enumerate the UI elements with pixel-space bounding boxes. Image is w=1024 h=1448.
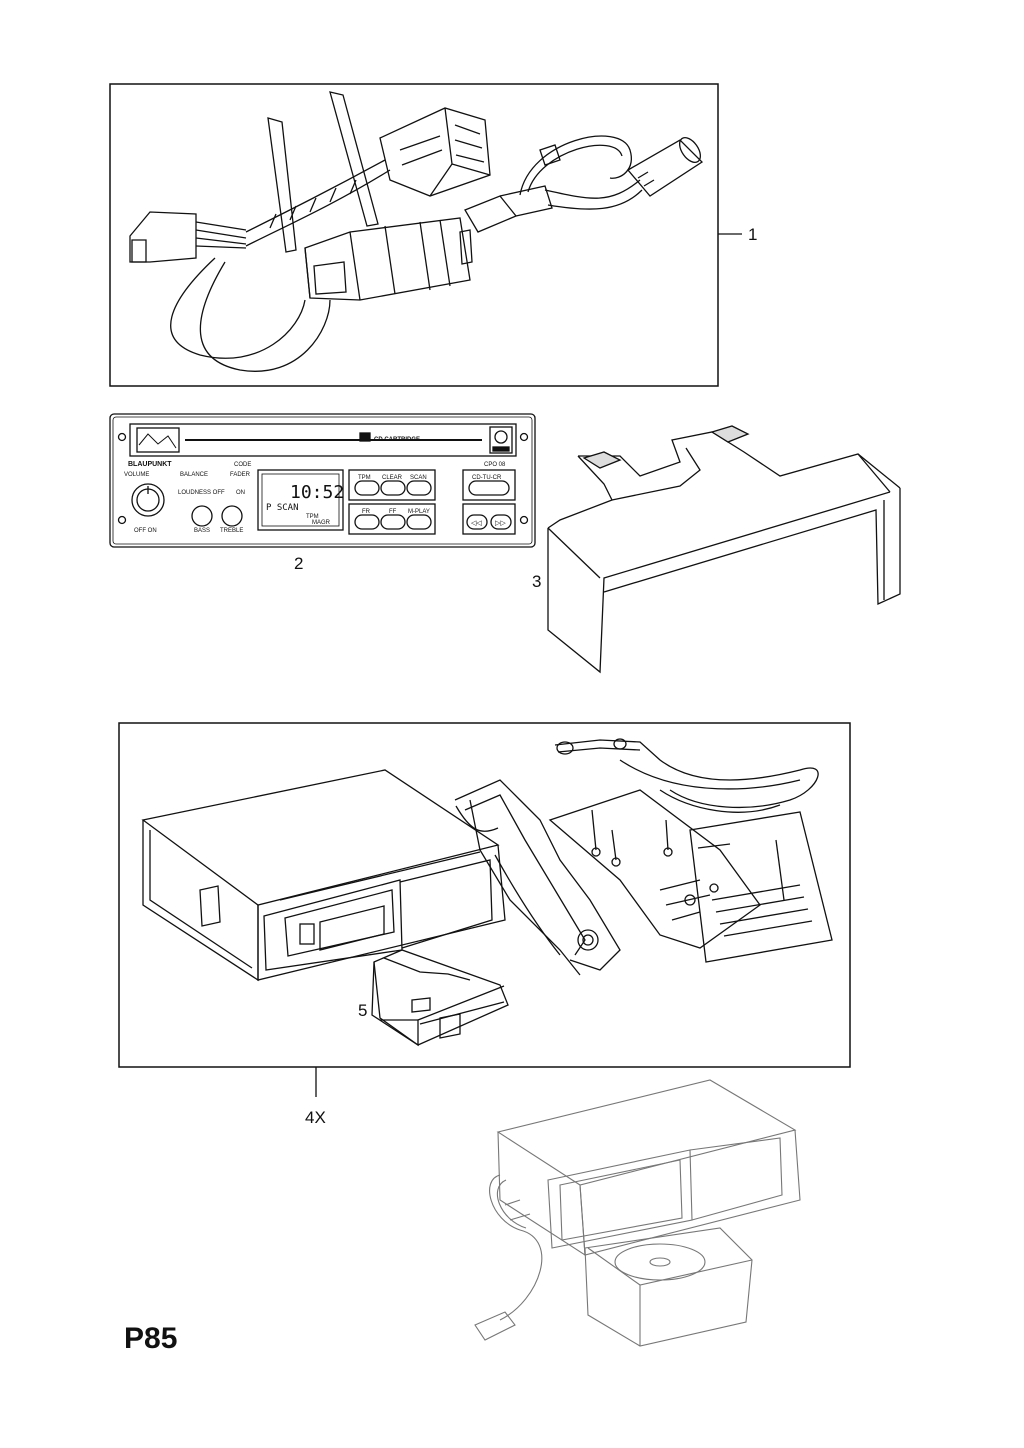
radio-btn-label-4: FF [389, 509, 397, 515]
radio-seek-left: ◁◁ [471, 520, 482, 527]
changer-with-magazine-drawing [474, 1079, 801, 1347]
radio-display-mode: P SCAN [266, 503, 299, 513]
page-code: P85 [124, 1322, 178, 1355]
radio-brand: BLAUPUNKT [128, 461, 172, 468]
harness-panel-frame [109, 83, 719, 387]
radio-btn-label-2: SCAN [410, 475, 427, 481]
callout-magazine: 5 [358, 1001, 368, 1020]
radio-btn-label-0: TPM [358, 475, 371, 481]
radio-on-label: ON [236, 490, 245, 496]
radio-seek-right: ▷▷ [495, 520, 506, 527]
radio-fader-label: FADER [230, 472, 251, 478]
radio-tpm-indicator: TPM [306, 514, 319, 520]
radio-slot-label: CD CARTRIDGE [374, 437, 420, 443]
radio-mag-indicator: MAGR [312, 520, 331, 526]
callout-radio: 2 [294, 554, 304, 573]
radio-volume-label: VOLUME [124, 472, 149, 478]
radio-loudness-label: LOUDNESS OFF [178, 490, 225, 496]
callout-bracket: 3 [532, 572, 542, 591]
radio-btn-label-3: FR [362, 509, 371, 515]
radio-btn-label-5: M-PLAY [408, 509, 430, 515]
radio-balance-label: BALANCE [180, 472, 208, 478]
mounting-bracket-drawing [547, 425, 901, 674]
callout-harness: 1 [748, 225, 758, 244]
radio-btn-label-1: CLEAR [382, 475, 403, 481]
changer-panel-frame [118, 722, 851, 1068]
radio-offon-label: OFF ON [134, 528, 157, 534]
radio-treble-label: TREBLE [220, 528, 243, 534]
radio-clock: 10:52 [290, 482, 344, 503]
radio-cd-tu-cr-label: CD-TU-CR [472, 475, 502, 481]
callout-changer-kit: 4X [305, 1108, 326, 1127]
cd-changer-kit-drawing [141, 738, 833, 1047]
radio-bass-label: BASS [194, 528, 210, 534]
radio-code-label: CODE [234, 462, 251, 468]
radio-front-panel [109, 413, 536, 548]
wiring-harness-drawing [129, 91, 704, 372]
radio-model-label: CPO 08 [484, 462, 506, 468]
